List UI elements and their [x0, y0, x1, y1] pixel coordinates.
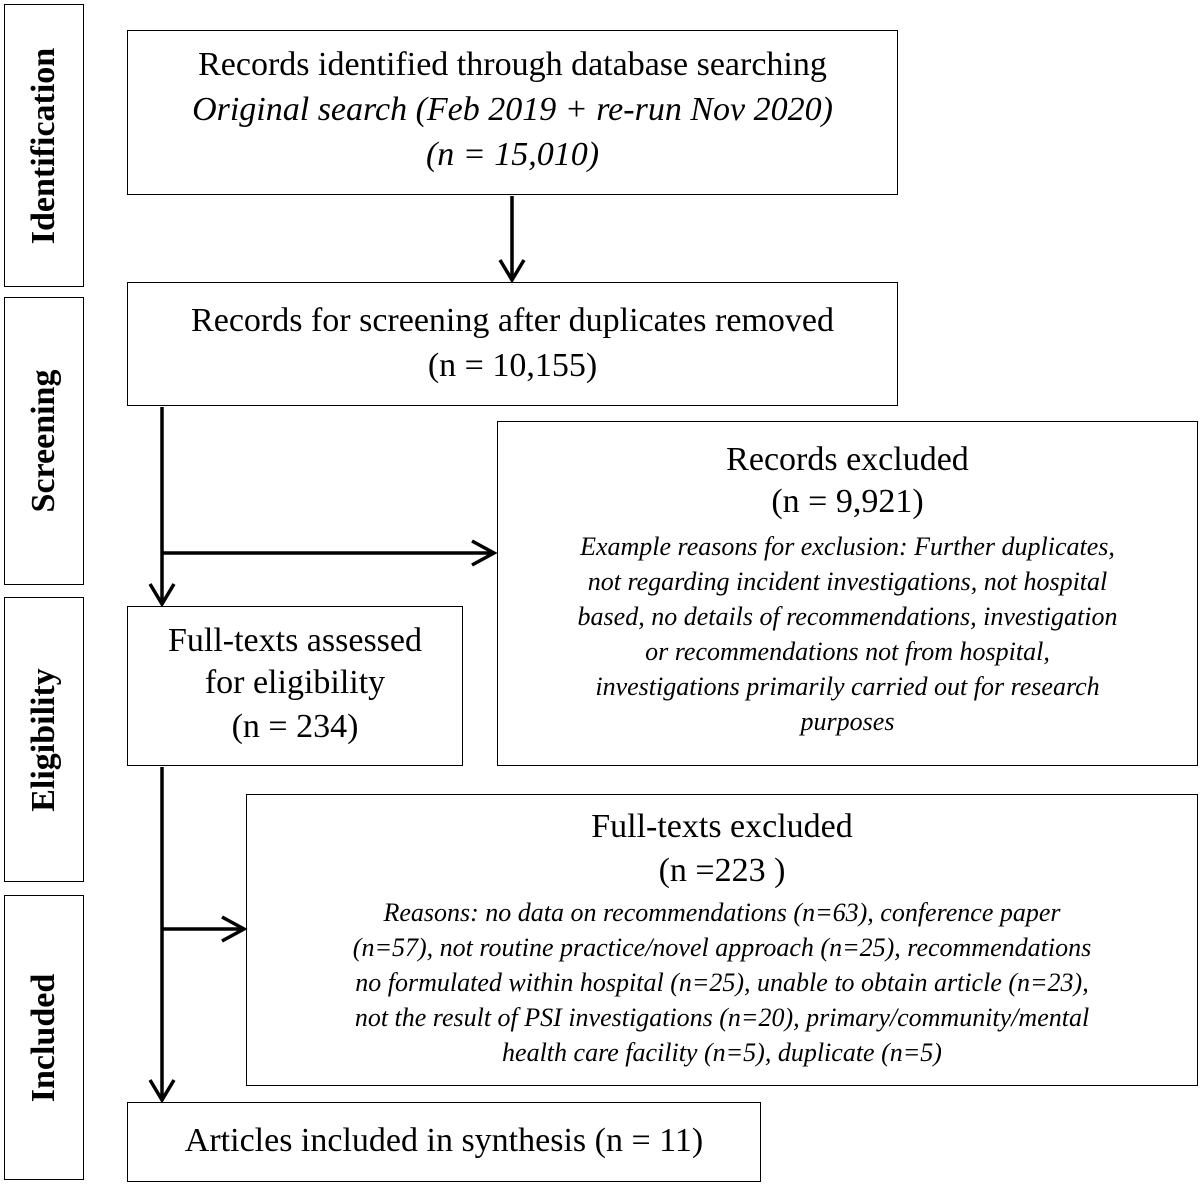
fulltext-excluded-title: Full-texts excluded [591, 808, 853, 845]
records-excluded-reason-line: purposes [800, 707, 895, 736]
stage-screening: Screening [4, 297, 84, 585]
records-excluded-title: Records excluded [726, 441, 969, 478]
included-box: Articles included in synthesis (n = 11) [127, 1102, 761, 1182]
fulltext-excluded-reason-line: not the result of PSI investigations (n=… [354, 1003, 1090, 1032]
records-excluded-box: Records excluded (n = 9,921) Example rea… [497, 421, 1198, 766]
arrow-to-fulltext-excluded-head [221, 915, 248, 943]
records-excluded-reason-line: investigations primarily carried out for… [595, 672, 1100, 701]
fulltext-excluded-reason-line: no formulated within hospital (n=25), un… [355, 968, 1089, 997]
fulltext-excluded-reason-line: health care facility (n=5), duplicate (n… [502, 1038, 942, 1067]
fulltext-excluded-box: Full-texts excluded (n =223 ) Reasons: n… [246, 794, 1198, 1086]
fulltext-assessed-box: Full-texts assessed for eligibility (n =… [127, 606, 463, 766]
stage-identification: Identification [4, 4, 84, 287]
records-excluded-count: (n = 9,921) [771, 483, 924, 520]
stage-included: Included [4, 895, 84, 1180]
records-excluded-reason-line: Example reasons for exclusion: Further d… [580, 532, 1115, 561]
screening-box: Records for screening after duplicates r… [127, 282, 898, 406]
fulltext-assessed-subtitle: for eligibility [204, 664, 386, 701]
included-title: Articles included in synthesis (n = 11) [184, 1122, 704, 1159]
stage-eligibility: Eligibility [4, 597, 84, 882]
screening-title: Records for screening after duplicates r… [191, 302, 834, 339]
arrow-identified-to-screening-head [498, 259, 526, 284]
fulltext-excluded-count: (n =223 ) [658, 852, 786, 889]
arrow-screening-to-fulltext-head [148, 583, 176, 608]
records-excluded-reason-line: based, no details of recommendations, in… [577, 602, 1118, 631]
screening-count: (n = 10,155) [427, 347, 598, 384]
arrow-fulltext-to-included-head [148, 1079, 176, 1104]
fulltext-excluded-reason-line: Reasons: no data on recommendations (n=6… [383, 898, 1061, 927]
fulltext-assessed-count: (n = 234) [231, 708, 359, 745]
fulltext-assessed-title: Full-texts assessed [167, 622, 423, 659]
identified-title: Records identified through database sear… [198, 46, 827, 83]
fulltext-excluded-reason-line: (n=57), not routine practice/novel appro… [352, 933, 1092, 962]
identified-count: (n = 15,010) [425, 136, 600, 173]
arrow-to-records-excluded-head [471, 539, 498, 567]
records-excluded-reason-line: not regarding incident investigations, n… [587, 567, 1108, 596]
records-identified-box: Records identified through database sear… [127, 30, 898, 195]
records-excluded-reason-line: or recommendations not from hospital, [645, 637, 1050, 666]
identified-search-period: Original search (Feb 2019 + re-run Nov 2… [192, 91, 833, 128]
